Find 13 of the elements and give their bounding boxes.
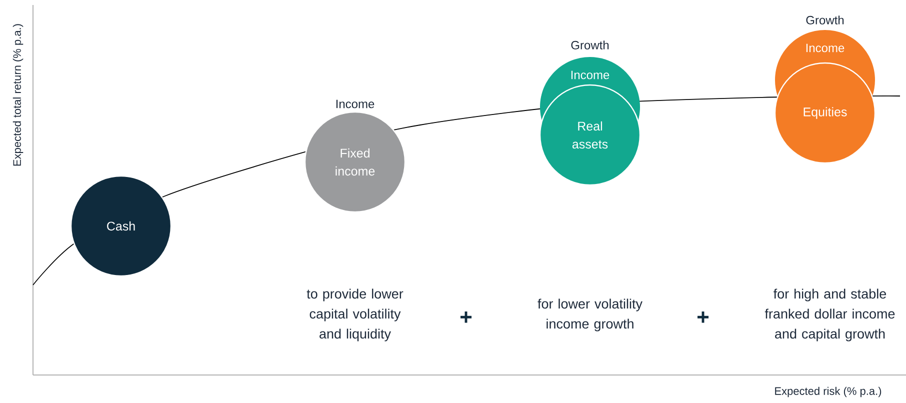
description-text: for high and stable franked dollar income and capital growth (764, 288, 895, 342)
description-text: for lower volatility income growth (538, 298, 642, 332)
node-label: Income (571, 70, 610, 80)
node-label: Equities (804, 107, 847, 119)
node-label: Income (806, 44, 844, 52)
plus-sign: + (460, 312, 472, 323)
axis-label: Expected total return (% p.a.) (12, 24, 24, 166)
node-label: Growth (806, 16, 844, 24)
axis-label: Expected risk (% p.a.) (775, 386, 882, 398)
plus-sign: + (698, 312, 709, 323)
description-text: to provide lower capital volatility and liquidity (306, 288, 404, 342)
node-label: Growth (571, 40, 609, 50)
node-label: Income (336, 100, 374, 108)
